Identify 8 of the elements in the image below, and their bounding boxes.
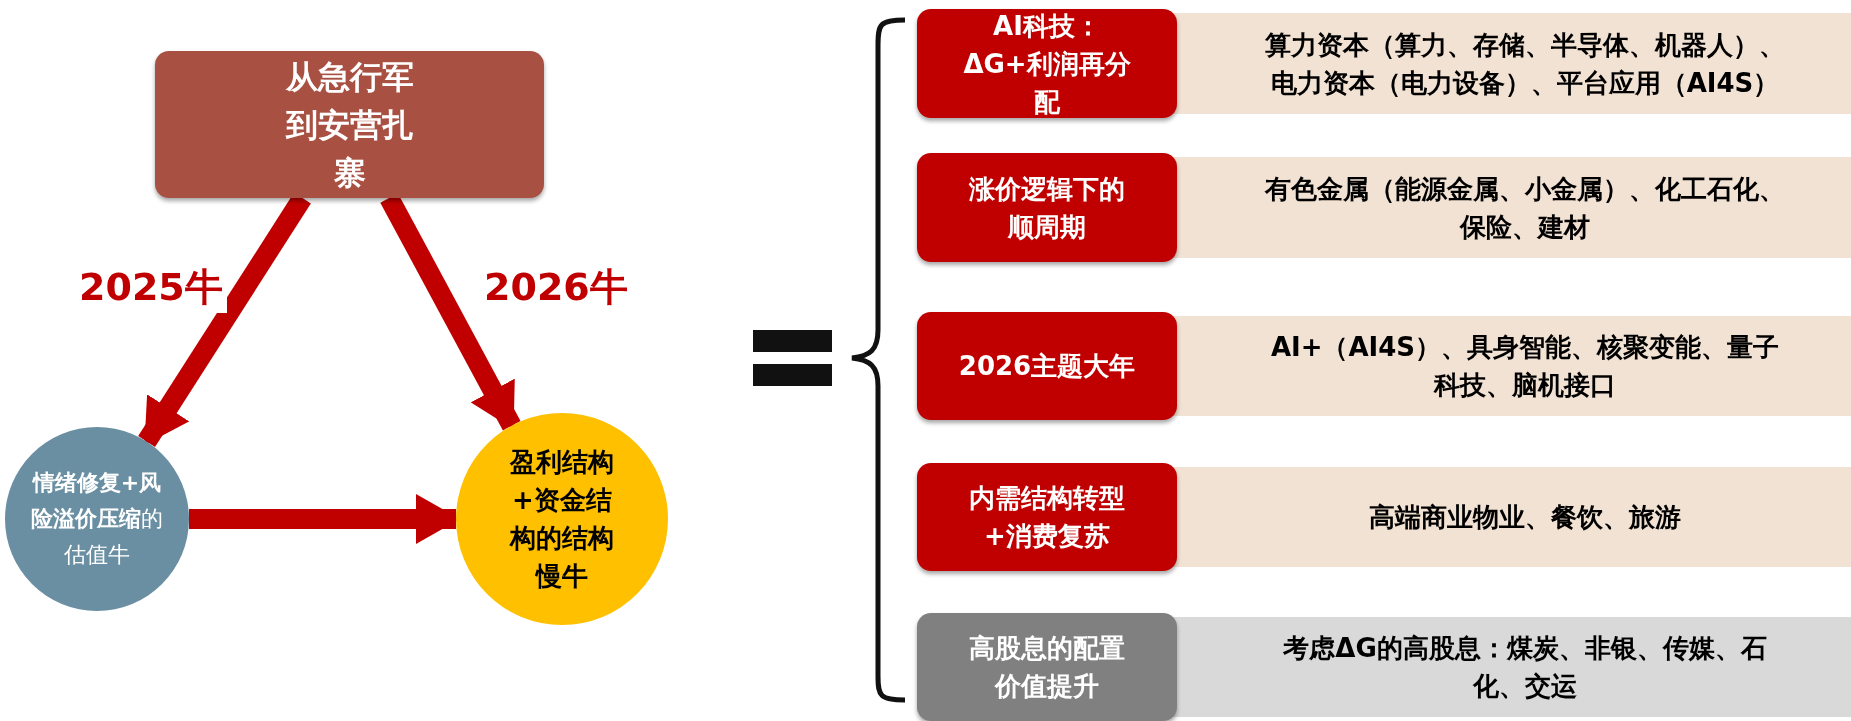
sector-box: AI科技：ΔG+利润再分配 — [917, 9, 1177, 118]
sector-box: 2026主题大年 — [917, 312, 1177, 420]
category-circle: 盈利结构+资金结构的结构慢牛 — [456, 413, 668, 625]
category-circle: 情绪修复+风险溢价压缩的估值牛 — [5, 427, 189, 611]
sector-box: 高股息的配置价值提升 — [917, 613, 1177, 721]
sector-box: 内需结构转型+消费复苏 — [917, 463, 1177, 571]
sector-box: 涨价逻辑下的顺周期 — [917, 153, 1177, 262]
title-box: 从急行军到安营扎寨 — [155, 51, 544, 198]
